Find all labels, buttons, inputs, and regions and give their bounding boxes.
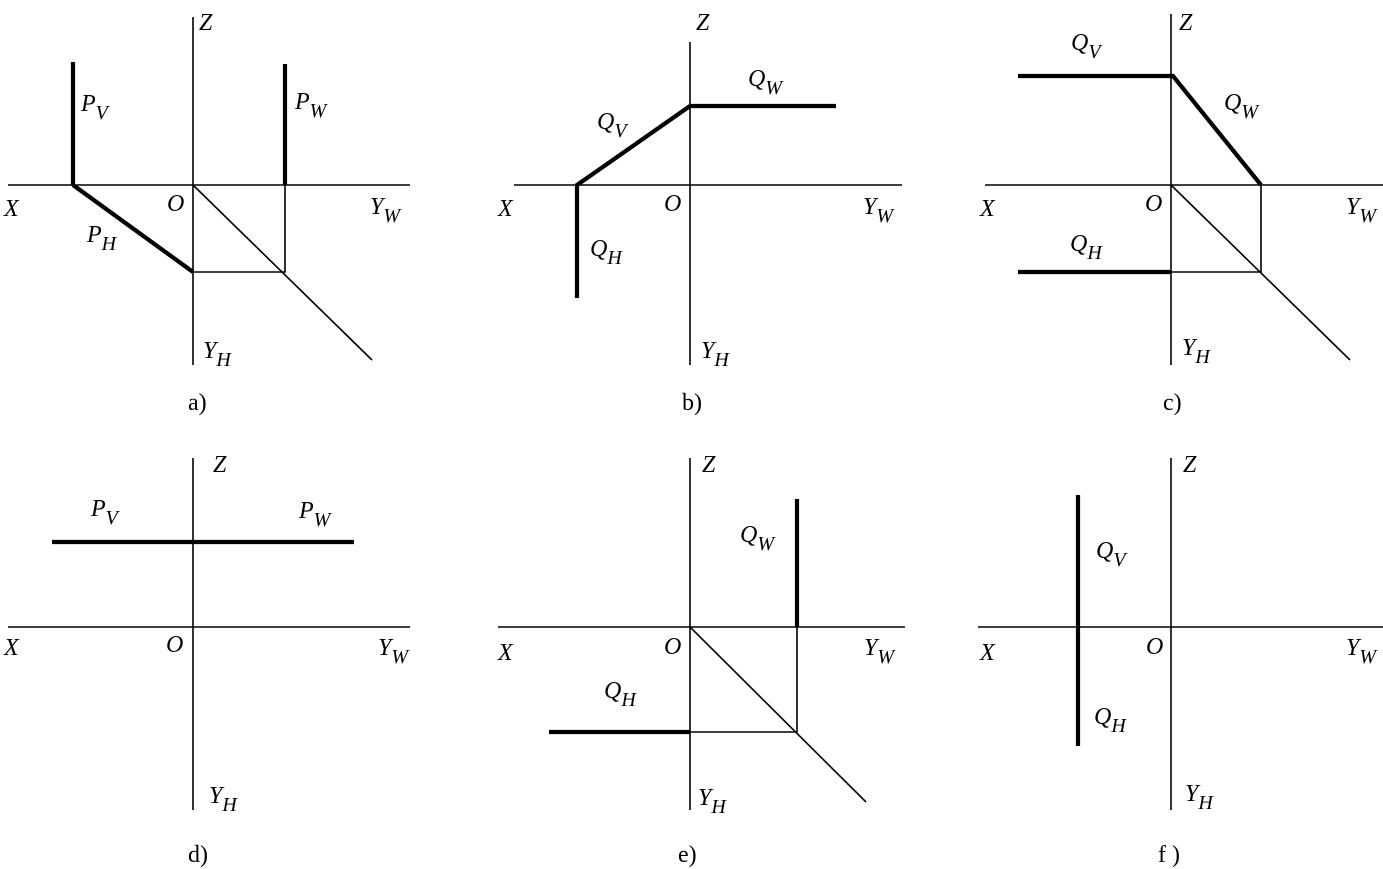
axis-label-z: Z — [696, 10, 710, 36]
panel-c: Z X O YW YH QV QW QH c) — [979, 10, 1383, 416]
axis-label-yw: YW — [1346, 635, 1378, 668]
trace-label-qh: QH — [1094, 704, 1127, 737]
axis-label-x: X — [497, 196, 514, 222]
axis-label-z: Z — [199, 10, 213, 36]
panel-caption: f ) — [1158, 842, 1180, 868]
trace-label-qv: QV — [597, 109, 629, 142]
axis-label-z: Z — [1183, 452, 1197, 478]
axis-label-yh: YH — [701, 338, 730, 371]
axis-label-yh: YH — [698, 785, 727, 818]
panel-a: Z X O YW YH PV PW PH a) — [3, 10, 410, 416]
panel-caption: a) — [188, 390, 207, 416]
origin-label: O — [664, 634, 681, 660]
panel-e: Z X O YW YH QW QH e) — [497, 452, 905, 868]
trace-label-qv: QV — [1096, 538, 1128, 571]
trace-label-qw: QW — [748, 66, 784, 99]
trace-label-pv: PV — [90, 496, 121, 529]
axis-label-x: X — [979, 196, 996, 222]
trace-label-qh: QH — [604, 678, 637, 711]
panel-caption: d) — [188, 842, 208, 868]
axis-label-x: X — [3, 196, 20, 222]
projection-lines — [690, 627, 798, 733]
origin-label: O — [664, 191, 681, 217]
trace-ph — [71, 183, 195, 274]
projection-lines — [193, 185, 286, 273]
panel-d: Z X O YW YH PV PW d) — [3, 452, 410, 868]
miter-line — [689, 626, 867, 803]
origin-label: O — [1145, 191, 1162, 217]
axis-label-z: Z — [702, 452, 716, 478]
axis-label-yh: YH — [1182, 335, 1211, 368]
panel-b: Z X O YW YH QW QV QH b) — [497, 10, 902, 416]
axis-label-x: X — [979, 640, 996, 666]
axis-label-x: X — [3, 635, 20, 661]
axis-label-yw: YW — [378, 635, 410, 668]
origin-label: O — [1146, 634, 1163, 660]
axis-label-yw: YW — [1346, 194, 1378, 227]
trace-label-qh: QH — [590, 236, 623, 269]
projection-lines — [1171, 185, 1262, 273]
trace-label-pv: PV — [80, 91, 111, 124]
trace-label-qw: QW — [740, 522, 776, 555]
axis-label-yh: YH — [1185, 781, 1214, 814]
trace-qv-qh — [574, 104, 692, 298]
trace-qv-qw — [1018, 73, 1263, 187]
panel-caption: e) — [678, 842, 697, 868]
trace-label-qw: QW — [1224, 90, 1260, 123]
axis-label-x: X — [497, 640, 514, 666]
trace-label-pw: PW — [298, 498, 333, 531]
panel-caption: c) — [1163, 390, 1182, 416]
axis-label-yh: YH — [209, 783, 238, 816]
trace-label-pw: PW — [294, 89, 329, 122]
trace-label-ph: PH — [86, 222, 118, 255]
axis-label-yw: YW — [370, 194, 402, 227]
axis-label-z: Z — [213, 452, 227, 478]
origin-label: O — [167, 191, 184, 217]
panel-caption: b) — [682, 390, 702, 416]
axis-label-yw: YW — [864, 635, 896, 668]
panel-f: Z X O YW YH QV QH f ) — [978, 452, 1383, 868]
axis-label-yh: YH — [203, 338, 232, 371]
trace-label-qh: QH — [1070, 231, 1103, 264]
trace-label-qv: QV — [1071, 30, 1103, 63]
axis-label-z: Z — [1179, 10, 1193, 36]
origin-label: O — [166, 632, 183, 658]
axis-label-yw: YW — [863, 194, 895, 227]
